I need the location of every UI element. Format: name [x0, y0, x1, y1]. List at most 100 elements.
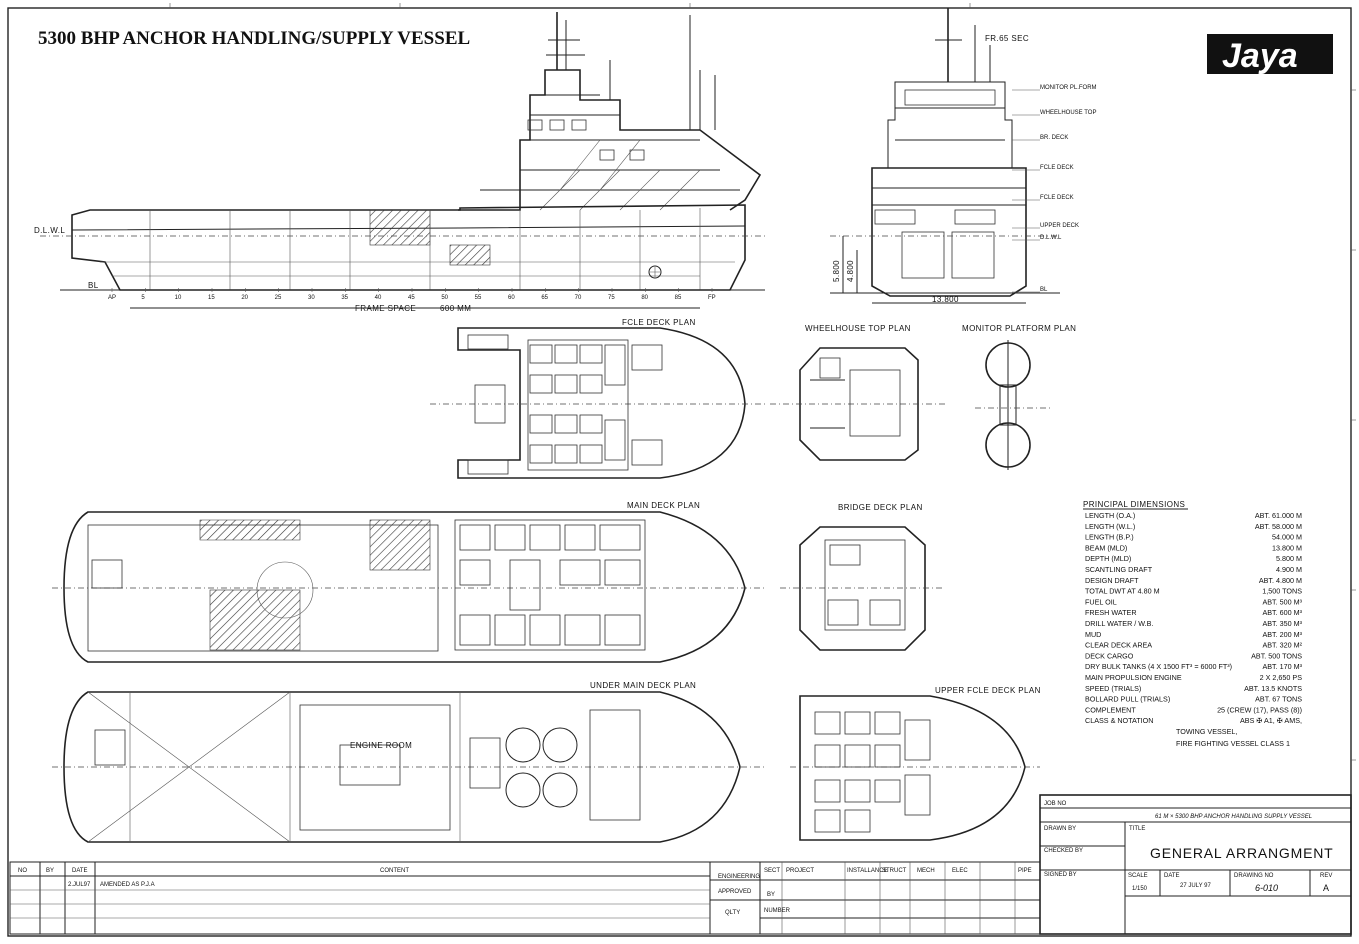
level-label: MONITOR PL.FORM — [1040, 85, 1097, 91]
frame-number: 55 — [475, 295, 482, 301]
pd-name: MUD — [1085, 630, 1101, 639]
frame-number: 5 — [141, 295, 145, 301]
pd-name: DRY BULK TANKS (4 X 1500 FT³ = 6000 FT³) — [1085, 662, 1232, 671]
level-label: FCLE DECK — [1040, 195, 1074, 201]
pd-value: ABT. 350 M³ — [1262, 619, 1302, 628]
under-main-deck-plan-label: UNDER MAIN DECK PLAN — [590, 681, 696, 690]
rev-col-date: DATE — [72, 868, 88, 874]
rev-row-content: AMENDED AS P.J.A — [100, 882, 155, 888]
frame-number: 85 — [675, 295, 682, 301]
rev-row-date: 2.JUL97 — [68, 882, 91, 888]
approval-pipe: PIPE — [1018, 868, 1032, 874]
frame-number: 80 — [641, 295, 648, 301]
drawing-title-block: GENERAL ARRANGMENT — [1150, 845, 1333, 861]
approval-sect: SECT — [764, 868, 780, 874]
rev-label: REV — [1320, 873, 1332, 879]
frame-number: 70 — [575, 295, 582, 301]
pd-name: SPEED (TRIALS) — [1085, 684, 1141, 693]
main-deck-plan-label: MAIN DECK PLAN — [627, 501, 700, 510]
job-title: 61 M × 5300 BHP ANCHOR HANDLING SUPPLY V… — [1155, 814, 1312, 820]
logo-text: Jaya — [1222, 37, 1298, 75]
pd-value: 1,500 TONS — [1262, 587, 1302, 596]
pd-name: MAIN PROPULSION ENGINE — [1085, 673, 1182, 682]
level-label: BL — [1040, 287, 1048, 293]
principal-dimensions: PRINCIPAL DIMENSIONS LENGTH (O.A.)ABT. 6… — [1083, 500, 1303, 748]
scale-label: SCALE — [1128, 873, 1148, 879]
checked-by-label: CHECKED BY — [1044, 848, 1083, 854]
pd-value: ABT. 13.5 KNOTS — [1244, 684, 1302, 693]
frame-number: 20 — [241, 295, 248, 301]
pd-name: CLEAR DECK AREA — [1085, 641, 1152, 650]
pd-name: SCANTLING DRAFT — [1085, 565, 1153, 574]
rev-col-by: BY — [46, 868, 54, 874]
monitor-platform-plan-label: MONITOR PLATFORM PLAN — [962, 324, 1076, 333]
drawing-no-value: 6-010 — [1255, 883, 1278, 893]
scale-value: 1/150 — [1132, 886, 1148, 892]
pd-name: FRESH WATER — [1085, 608, 1137, 617]
upper-fcle-deck-plan-label: UPPER FCLE DECK PLAN — [935, 686, 1041, 695]
monitor-platform-plan: MONITOR PLATFORM PLAN — [962, 324, 1076, 470]
title-block: NO BY DATE CONTENT 2.JUL97 AMENDED AS P.… — [9, 794, 1352, 935]
frame-number: 30 — [308, 295, 315, 301]
level-label: BR. DECK — [1040, 135, 1068, 141]
by-label: BY — [767, 892, 775, 898]
pd-value: ABT. 500 M³ — [1262, 597, 1302, 606]
frame-number: 75 — [608, 295, 615, 301]
pd-value: ABT. 4.800 M — [1259, 576, 1302, 585]
main-deck-plan: MAIN DECK PLAN — [52, 501, 765, 663]
wheelhouse-top-plan: WHEELHOUSE TOP PLAN — [770, 324, 945, 461]
notation-extra-1: TOWING VESSEL, — [1176, 727, 1237, 736]
pd-value: ABS ✠ A1, ✠ AMS, — [1240, 716, 1302, 725]
pd-name: BOLLARD PULL (TRIALS) — [1085, 695, 1170, 704]
wheelhouse-top-plan-label: WHEELHOUSE TOP PLAN — [805, 324, 911, 333]
pd-value: 13.800 M — [1272, 543, 1302, 552]
pd-value: ABT. 200 M³ — [1262, 630, 1302, 639]
pd-value: ABT. 600 M³ — [1262, 608, 1302, 617]
approval-struct: STRUCT — [882, 868, 907, 874]
frame-number: AP — [108, 295, 116, 301]
pd-value: ABT. 320 M² — [1262, 641, 1302, 650]
bl-label: BL — [88, 281, 99, 290]
bridge-deck-plan-label: BRIDGE DECK PLAN — [838, 503, 923, 512]
approval-elec: ELEC — [952, 868, 968, 874]
under-main-deck-plan: ENGINE ROOM UNDER MAIN DECK PLAN — [52, 681, 765, 843]
approval-project: PROJECT — [786, 868, 814, 874]
pd-value: ABT. 170 M³ — [1262, 662, 1302, 671]
pd-value: 54.000 M — [1272, 533, 1302, 542]
drawn-by-label: DRAWN BY — [1044, 826, 1076, 832]
frame-number: 60 — [508, 295, 515, 301]
fcle-deck-plan-label: FCLE DECK PLAN — [622, 318, 696, 327]
date-value: 27 JULY 97 — [1180, 883, 1211, 889]
border-ticks — [169, 3, 1356, 761]
frame-number: FP — [708, 295, 716, 301]
approved-label: APPROVED — [718, 889, 752, 895]
frame-number: 40 — [375, 295, 382, 301]
job-no-label: JOB NO — [1044, 801, 1067, 807]
pd-name: DRILL WATER / W.B. — [1085, 619, 1153, 628]
pd-value: ABT. 58.000 M — [1255, 522, 1302, 531]
depth-dim-1: 5.800 — [832, 260, 841, 282]
pd-value: ABT. 67 TONS — [1255, 695, 1302, 704]
sheet-border — [7, 7, 1352, 937]
depth-dim-2: 4.800 — [846, 260, 855, 282]
qlty-label: QLTY — [725, 910, 740, 916]
pd-value: ABT. 61.000 M — [1255, 511, 1302, 520]
rev-col-no: NO — [18, 868, 27, 874]
frame-number: 35 — [341, 295, 348, 301]
title-label: TITLE — [1129, 826, 1145, 832]
pd-value: 2 X 2,650 PS — [1260, 673, 1303, 682]
frame-number: 15 — [208, 295, 215, 301]
level-label: D.L.W.L — [1040, 235, 1062, 241]
engine-room-label: ENGINE ROOM — [350, 741, 412, 750]
pd-value: 5.800 M — [1276, 554, 1302, 563]
fcle-deck-plan: FCLE DECK PLAN — [430, 318, 765, 479]
pd-name: BEAM (MLD) — [1085, 543, 1127, 552]
level-label: FCLE DECK — [1040, 165, 1074, 171]
drawing-title: 5300 BHP ANCHOR HANDLING/SUPPLY VESSEL — [38, 28, 470, 49]
